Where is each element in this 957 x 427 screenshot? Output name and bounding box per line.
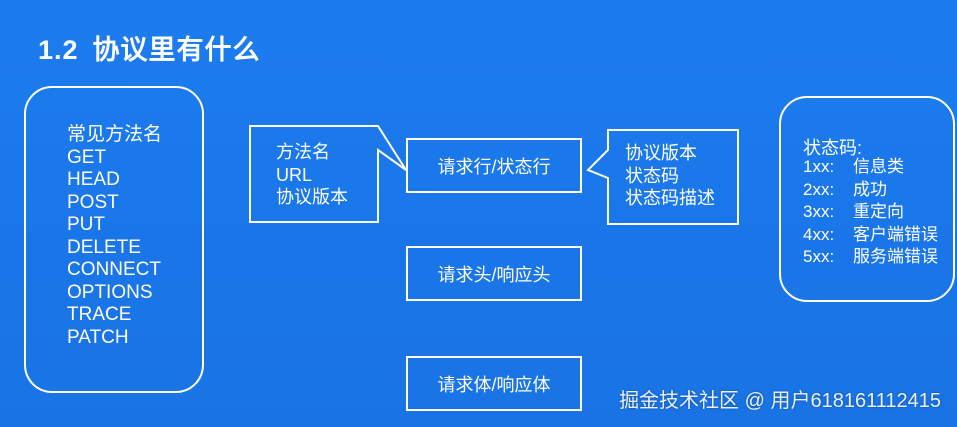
- status-code: 1xx:: [803, 157, 835, 176]
- status-desc: 重定向: [853, 202, 904, 221]
- callout-item: 状态码描述: [625, 188, 715, 208]
- methods-list: 常见方法名 GET HEAD POST PUT DELETE CONNECT O…: [26, 88, 202, 349]
- title-text: 协议里有什么: [92, 35, 261, 65]
- method-item: POST: [67, 191, 119, 213]
- title-number: 1.2: [38, 35, 79, 65]
- request-line-label: 请求行/状态行: [437, 156, 551, 177]
- method-item: OPTIONS: [67, 281, 153, 303]
- status-code: 2xx:: [803, 179, 835, 199]
- status-code: 3xx:: [803, 202, 835, 221]
- method-item: CONNECT: [67, 259, 161, 280]
- watermark: 掘金技术社区 @ 用户618161112415: [619, 390, 941, 412]
- callout-item: 方法名: [276, 142, 330, 162]
- method-item: HEAD: [67, 169, 120, 190]
- request-line-callout: 方法名 URL 协议版本: [276, 141, 348, 209]
- callout-item: 状态码: [625, 165, 679, 186]
- callout-item: URL: [276, 164, 313, 185]
- status-code-item: 5xx: 服务端错误: [803, 246, 938, 269]
- body-label: 请求体/响应体: [437, 374, 551, 395]
- status-code-item: 2xx: 成功: [803, 179, 938, 202]
- status-code-item: 1xx: 信息类: [803, 156, 938, 179]
- request-line-box: 请求行/状态行: [406, 138, 582, 193]
- callout-item: 协议版本: [625, 143, 697, 163]
- method-item: DELETE: [67, 236, 141, 258]
- methods-heading: 常见方法名: [67, 124, 163, 145]
- headers-label: 请求头/响应头: [437, 264, 551, 285]
- slide-title: 1.2 协议里有什么: [38, 28, 261, 67]
- status-desc: 成功: [853, 179, 887, 199]
- methods-box: 常见方法名 GET HEAD POST PUT DELETE CONNECT O…: [24, 86, 204, 393]
- status-codes-heading: 状态码:: [803, 138, 863, 158]
- method-item: PATCH: [67, 326, 129, 348]
- status-code-item: 4xx: 客户端错误: [803, 224, 938, 247]
- status-code: 4xx:: [803, 224, 835, 244]
- status-desc: 服务端错误: [853, 247, 938, 266]
- status-desc: 客户端错误: [853, 224, 938, 244]
- callout-item: 协议版本: [276, 187, 348, 207]
- status-line-callout: 协议版本 状态码 状态码描述: [625, 142, 715, 210]
- headers-box: 请求头/响应头: [406, 246, 582, 301]
- method-item: TRACE: [67, 304, 132, 325]
- method-item: GET: [67, 146, 107, 168]
- status-code-item: 3xx: 重定向: [803, 201, 938, 224]
- status-codes-box: 状态码: 1xx: 信息类 2xx: 成功 3xx: 重定向 4xx: 客户端错误 5x…: [779, 96, 955, 302]
- status-codes-list: 1xx: 信息类 2xx: 成功 3xx: 重定向 4xx: 客户端错误 5xx: 服务端…: [803, 156, 938, 269]
- body-box: 请求体/响应体: [406, 356, 582, 411]
- method-item: PUT: [67, 214, 105, 235]
- status-code: 5xx:: [803, 247, 835, 266]
- status-desc: 信息类: [853, 157, 904, 176]
